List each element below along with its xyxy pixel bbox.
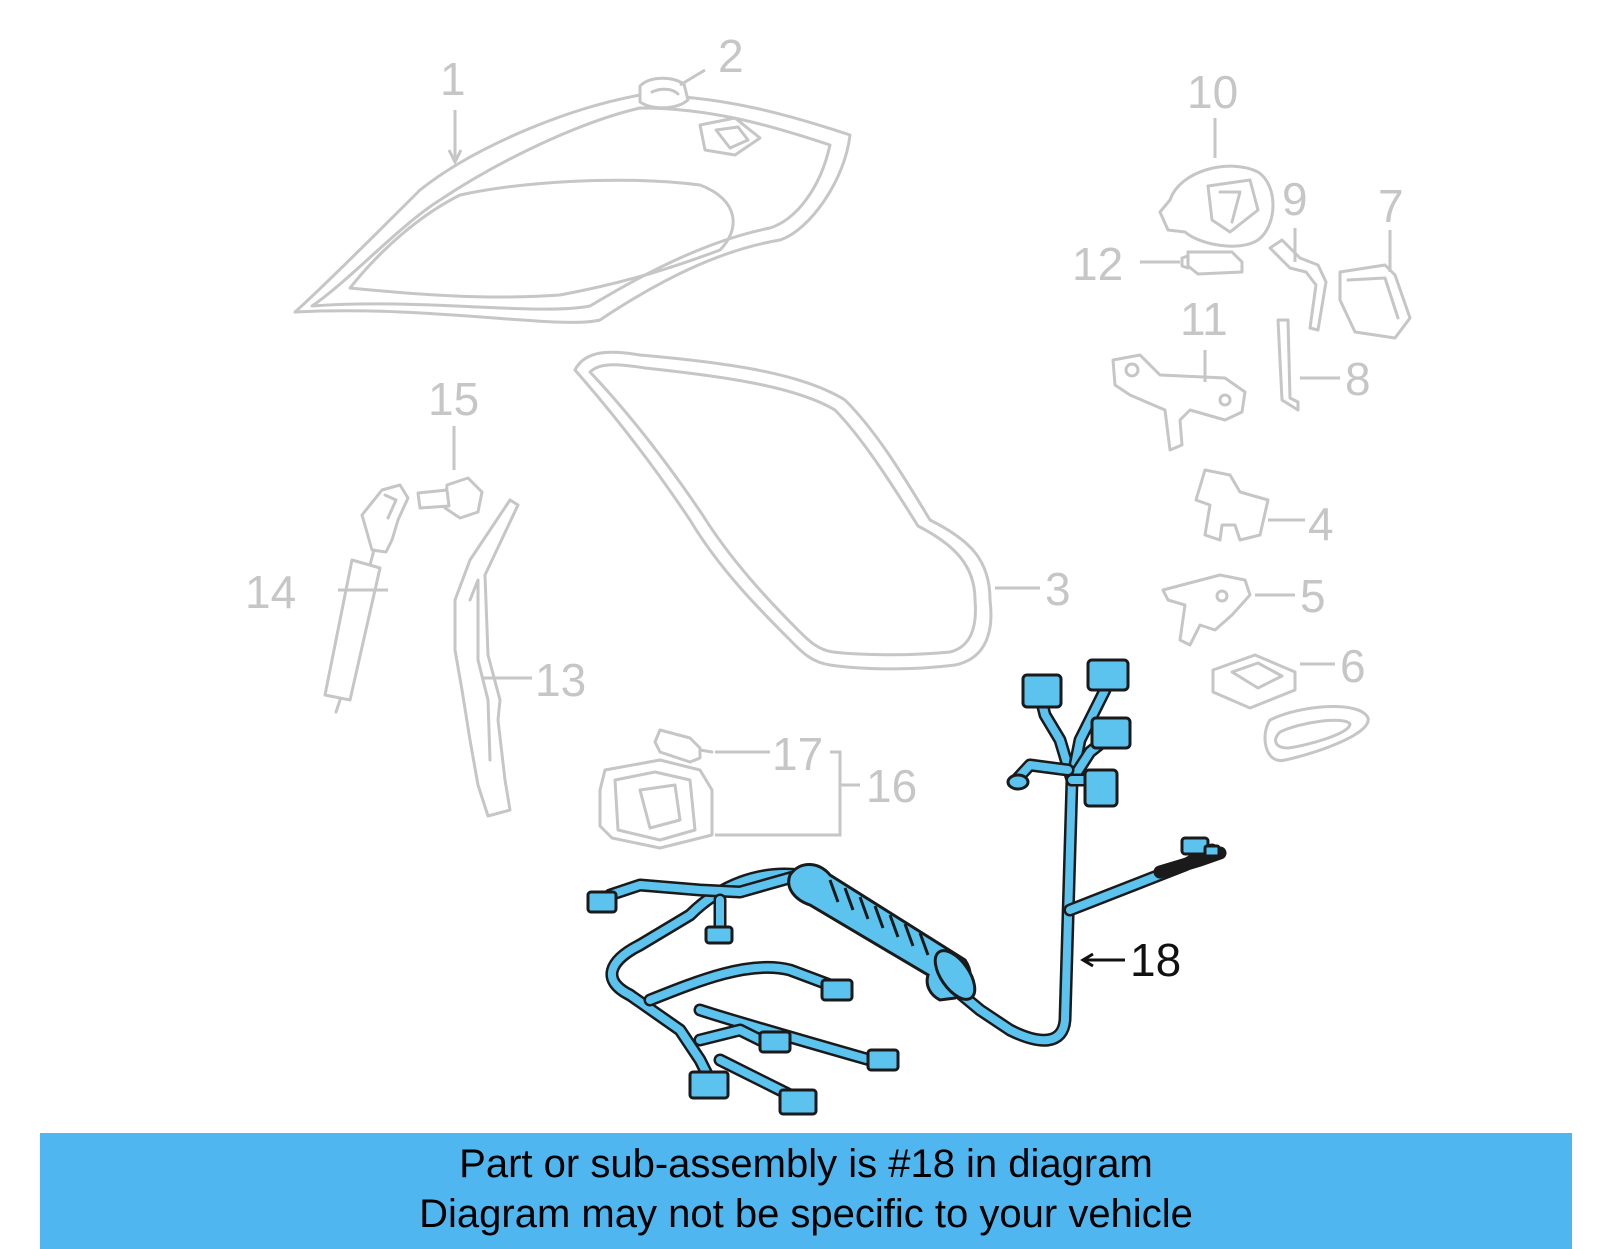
caption-line-1: Part or sub-assembly is #18 in diagram — [459, 1142, 1153, 1186]
part-9-link[interactable] — [1268, 238, 1328, 332]
callout-15: 15 — [428, 373, 479, 425]
callout-18: 18 — [1130, 934, 1181, 986]
part-17-bulb[interactable] — [653, 728, 714, 764]
part-16-license-lamp[interactable] — [598, 758, 714, 850]
caption-line-2: Diagram may not be specific to your vehi… — [419, 1192, 1193, 1236]
callout-8: 8 — [1345, 353, 1371, 405]
callout-5: 5 — [1300, 570, 1326, 622]
harness-connectors — [586, 658, 1221, 1116]
callout-6: 6 — [1340, 640, 1366, 692]
part-3-weatherstrip[interactable] — [573, 350, 993, 671]
part-10-lock-actuator[interactable] — [1158, 164, 1275, 248]
part-2-emblem[interactable] — [638, 76, 690, 110]
part-14-lift-support[interactable] — [323, 483, 410, 714]
callout-3: 3 — [1045, 563, 1071, 615]
callout-17: 17 — [772, 728, 823, 780]
callout-lines — [338, 68, 1392, 837]
callout-1: 1 — [440, 53, 466, 105]
part-7-lock-cylinder-cover[interactable] — [1338, 263, 1412, 340]
part-18-wiring-harness[interactable] — [586, 658, 1227, 1116]
part-1-trunk-lid[interactable] — [293, 93, 852, 324]
callout-12: 12 — [1072, 238, 1123, 290]
part-8-rod[interactable] — [1276, 318, 1300, 412]
callout-16: 16 — [866, 760, 917, 812]
part-15-bumper[interactable] — [416, 476, 484, 520]
callout-10: 10 — [1187, 66, 1238, 118]
part-6-handle[interactable] — [1211, 653, 1370, 762]
harness-conduit — [787, 863, 977, 1002]
part-13-trim-panel[interactable] — [453, 498, 520, 818]
callout-labels: 1 2 3 4 5 6 7 8 9 10 11 12 13 14 15 16 1… — [245, 30, 1404, 986]
callout-13: 13 — [535, 654, 586, 706]
callout-4: 4 — [1308, 498, 1334, 550]
part-11-striker-bracket[interactable] — [1111, 353, 1247, 452]
part-5-latch-bracket[interactable] — [1161, 573, 1252, 647]
harness-wires — [603, 683, 1227, 1107]
part-12-bulb[interactable] — [1180, 250, 1244, 276]
part-4-bracket[interactable] — [1194, 468, 1270, 542]
callout-14: 14 — [245, 566, 296, 618]
callout-arrow-18 — [1080, 952, 1094, 968]
callout-11: 11 — [1180, 293, 1228, 345]
callout-7: 7 — [1378, 180, 1404, 232]
callout-2: 2 — [718, 30, 744, 82]
caption-banner: Part or sub-assembly is #18 in diagram D… — [40, 1133, 1572, 1249]
callout-9: 9 — [1282, 173, 1308, 225]
